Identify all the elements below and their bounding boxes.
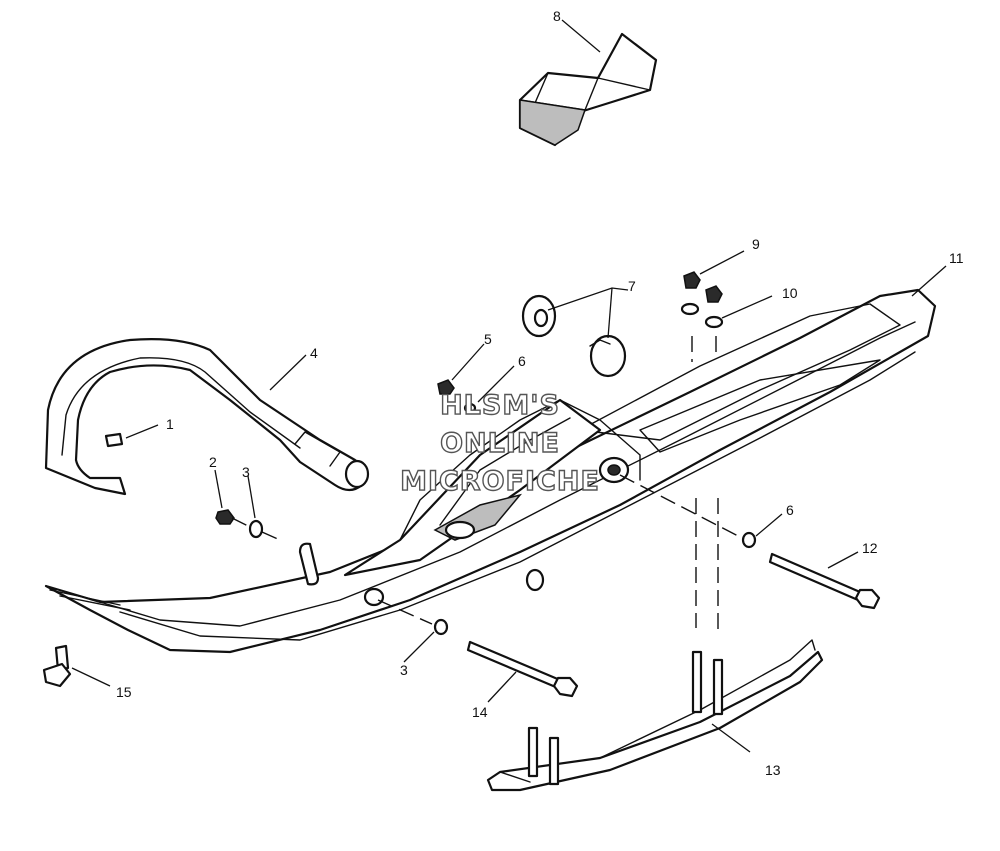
watermark-line-3: MICROFICHE xyxy=(400,466,600,497)
part-11-ski xyxy=(44,288,937,654)
part-13-runner xyxy=(486,639,824,792)
part-12-bolt xyxy=(768,552,881,610)
callout-5: 5 xyxy=(484,331,492,347)
assembly-lines xyxy=(231,336,741,635)
part-8-pad xyxy=(518,32,658,147)
watermark: HLSM'S ONLINE MICROFICHE xyxy=(399,389,600,497)
watermark-line-2: ONLINE xyxy=(440,428,560,459)
callout-10: 10 xyxy=(782,285,798,301)
callout-3: 3 xyxy=(242,464,250,480)
callout-13: 13 xyxy=(765,762,781,778)
callout-6-right: 6 xyxy=(786,502,794,518)
callout-7: 7 xyxy=(628,278,636,294)
callout-9: 9 xyxy=(752,236,760,252)
callout-labels: 8 1 2 3 4 5 6 7 9 10 11 12 13 14 15 3 6 xyxy=(116,8,964,778)
part-14-bolt xyxy=(466,640,579,698)
callout-1: 1 xyxy=(166,416,174,432)
callout-12: 12 xyxy=(862,540,878,556)
callout-11: 11 xyxy=(949,250,964,266)
part-4-loop xyxy=(44,338,370,496)
callout-15: 15 xyxy=(116,684,132,700)
callout-2: 2 xyxy=(209,454,217,470)
callout-6: 6 xyxy=(518,353,526,369)
watermark-line-1: HLSM'S xyxy=(440,390,560,421)
callout-4: 4 xyxy=(310,345,318,361)
part-15-bolt xyxy=(42,644,72,688)
callout-8: 8 xyxy=(553,8,561,24)
callout-3-lower: 3 xyxy=(400,662,408,678)
leader-lines xyxy=(71,19,947,753)
callout-14: 14 xyxy=(472,704,488,720)
